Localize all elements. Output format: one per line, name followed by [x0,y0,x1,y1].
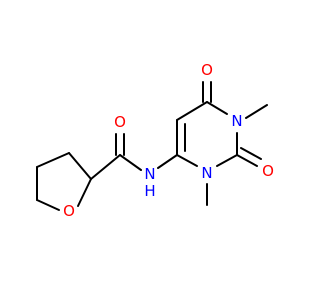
bond-carbonyl-n [119,154,142,171]
molecule-structure-diagram: O O N H N N O O [0,0,300,300]
bond-group [36,81,268,211]
atom-label-group: O O N H N N O O [63,61,274,220]
bond-n-pyrimidine [157,154,178,169]
bond-c2-n3 [216,154,238,167]
bond-thf-c5-o [36,199,60,211]
bond-thf-o-c2 [77,178,92,207]
bond-thf-c2-c3 [68,152,92,180]
bond-n3-c4 [176,154,198,167]
bond-c2-o-2 [240,147,262,160]
bond-c6-n1 [206,101,228,115]
atom-n-amide: N [144,165,155,183]
atom-o-c2: O [262,162,274,180]
bond-n1-methyl [245,104,268,119]
bond-thf-c2-carbonyl [90,154,121,180]
canvas-background [0,0,300,300]
atom-o-c6: O [201,61,213,79]
bond-c5-c6 [176,101,208,121]
atom-o-ring: O [63,202,75,220]
bond-c2-o-1 [236,154,258,167]
atom-o-amide: O [114,113,126,131]
atom-n3: N [201,164,212,182]
bond-thf-c3-c4 [36,152,70,168]
atom-n-amide-hydrogen: H [144,182,155,200]
atom-n1: N [231,112,242,130]
